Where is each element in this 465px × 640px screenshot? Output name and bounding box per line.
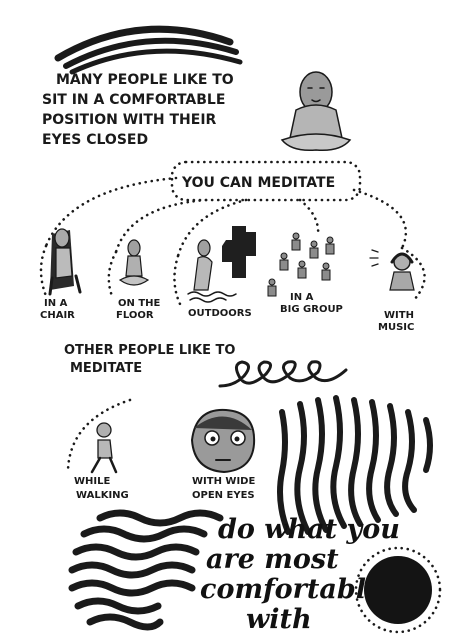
svg-text:MEDITATE: MEDITATE [70, 361, 142, 376]
svg-text:with: with [246, 604, 312, 635]
meditator-sitting-icon [280, 71, 352, 152]
music-meditator-icon [369, 246, 426, 302]
svg-text:WHILE: WHILE [74, 476, 110, 487]
chair-meditator-icon [39, 228, 82, 298]
svg-text:EYES CLOSED: EYES CLOSED [42, 132, 148, 148]
group-meditators-icon [267, 232, 335, 297]
squiggle-loops [218, 360, 348, 388]
walking-figure-icon [66, 398, 132, 474]
svg-text:OTHER PEOPLE LIKE TO: OTHER PEOPLE LIKE TO [64, 343, 235, 358]
dark-circle-icon [354, 546, 442, 634]
other-text: OTHER PEOPLE LIKE TO MEDITATE [64, 343, 235, 376]
svg-text:OUTDOORS: OUTDOORS [188, 308, 252, 319]
brush-waves-left [68, 509, 224, 631]
outdoors-cactus-icon [173, 226, 256, 306]
intro-text: MANY PEOPLE LIKE TO SIT IN A COMFORTABLE… [42, 72, 234, 148]
svg-text:are most: are most [206, 544, 339, 575]
svg-text:MUSIC: MUSIC [378, 322, 414, 333]
svg-text:WITH WIDE: WITH WIDE [192, 476, 255, 487]
center-label: YOU CAN MEDITATE [181, 175, 335, 191]
svg-text:POSITION WITH THEIR: POSITION WITH THEIR [42, 112, 217, 128]
svg-text:WALKING: WALKING [76, 490, 129, 501]
center-bubble: YOU CAN MEDITATE [170, 160, 362, 202]
svg-text:BIG GROUP: BIG GROUP [280, 304, 343, 315]
svg-text:IN A: IN A [290, 292, 314, 303]
svg-text:SIT IN A COMFORTABLE: SIT IN A COMFORTABLE [42, 92, 225, 108]
closing-text: do what you are most comfortable with [200, 514, 400, 635]
brush-waves-right [277, 395, 433, 535]
svg-text:do what you: do what you [218, 514, 400, 545]
svg-text:MANY PEOPLE LIKE TO: MANY PEOPLE LIKE TO [56, 72, 234, 88]
svg-text:ON THE: ON THE [118, 298, 161, 309]
floor-meditator-icon [107, 239, 150, 298]
wide-eyes-face-icon [190, 408, 256, 474]
branch-lines [44, 176, 408, 258]
svg-text:CHAIR: CHAIR [40, 310, 75, 321]
svg-text:IN A: IN A [44, 298, 68, 309]
svg-text:OPEN EYES: OPEN EYES [192, 490, 255, 501]
svg-text:FLOOR: FLOOR [116, 310, 154, 321]
svg-text:WITH: WITH [384, 310, 414, 321]
svg-text:comfortable: comfortable [200, 574, 383, 605]
brush-arcs-top [54, 25, 243, 75]
